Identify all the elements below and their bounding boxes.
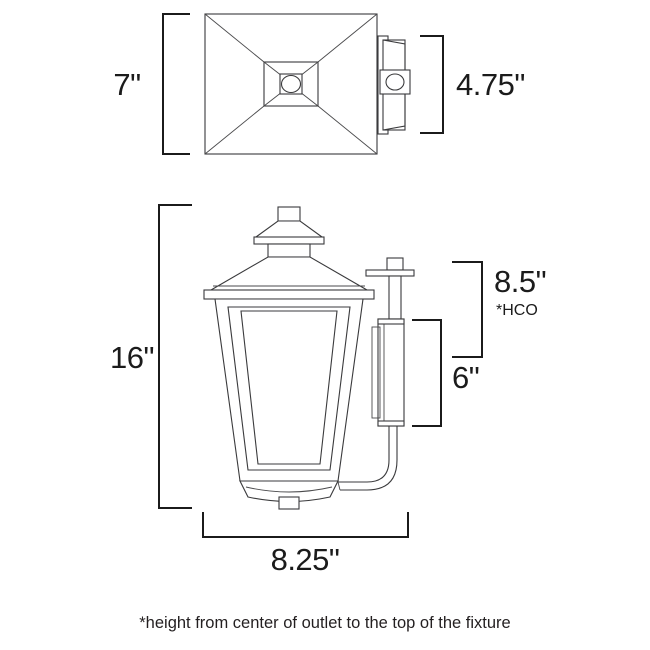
top-view-arm-circle: [385, 73, 405, 91]
backplate-edge-plate: [371, 326, 381, 419]
main-view-dimension-16in: 16": [110, 204, 192, 509]
lantern-roof-neck: [267, 243, 311, 258]
dim-bracket-85in: [452, 261, 483, 358]
arm-lower-conduit-inner: [340, 426, 398, 491]
lantern-roof-rim: [203, 289, 375, 300]
backplate-bottom-lip: [377, 420, 405, 427]
top-view-diagonal-bl: [204, 105, 265, 155]
top-view-socket-circle: [280, 74, 302, 94]
top-view-inner-diagonal-br: [299, 91, 319, 107]
dim-bracket-6in: [412, 319, 442, 427]
arm-top-cap: [386, 257, 404, 271]
dim-bracket-825in: [202, 512, 409, 538]
dim-label-6in: 6": [452, 360, 479, 395]
arm-top-flange: [365, 269, 415, 277]
lantern-base-curve: [245, 486, 333, 493]
dim-label-16in: 16": [110, 340, 154, 375]
backplate-top-lip: [377, 318, 405, 325]
lantern-body-frame: [227, 306, 351, 471]
backplate-body: [377, 318, 405, 427]
lantern-finial-cap: [277, 206, 301, 222]
lantern-main-roof: [208, 256, 370, 291]
top-view-inner-diagonal-tl: [263, 61, 283, 77]
main-view-group: [203, 206, 415, 510]
dim-bracket-475in: [420, 35, 444, 134]
lantern-glass-panel: [240, 310, 338, 465]
main-view-dimension-825in: 8.25": [202, 512, 409, 577]
dim-label-hco-note: *HCO: [496, 302, 538, 319]
dim-label-7in: 7": [113, 67, 140, 102]
dim-bracket-16in: [158, 204, 192, 509]
arm-conduit-joint: [337, 481, 341, 491]
footnote-label: *height from center of outlet to the top…: [139, 614, 510, 632]
arm-lower-conduit-outer: [338, 426, 390, 483]
dim-bracket-7in: [162, 13, 190, 155]
dim-label-825in: 8.25": [271, 542, 340, 577]
top-view-dimension-7in: 7": [113, 13, 190, 155]
dim-label-475in: 4.75": [456, 67, 525, 102]
lantern-bottom-finial: [278, 496, 300, 510]
top-view-inner-diagonal-bl: [263, 91, 283, 107]
lantern-upper-roof-rim: [253, 236, 325, 245]
main-view-dimension-85in: 8.5" *HCO: [452, 261, 547, 358]
lantern-upper-roof-tier: [254, 220, 324, 238]
arm-upright-tube: [388, 275, 402, 320]
top-view-diagonal-tl: [204, 13, 265, 63]
top-view-diagonal-br: [317, 105, 378, 155]
top-view-diagonal-tr: [317, 13, 378, 63]
dim-label-85in: 8.5": [494, 264, 546, 299]
main-view-dimension-6in: 6": [412, 319, 480, 427]
top-view-group: [204, 13, 411, 155]
top-view-dimension-475in: 4.75": [420, 35, 525, 134]
top-view-inner-diagonal-tr: [299, 61, 319, 77]
